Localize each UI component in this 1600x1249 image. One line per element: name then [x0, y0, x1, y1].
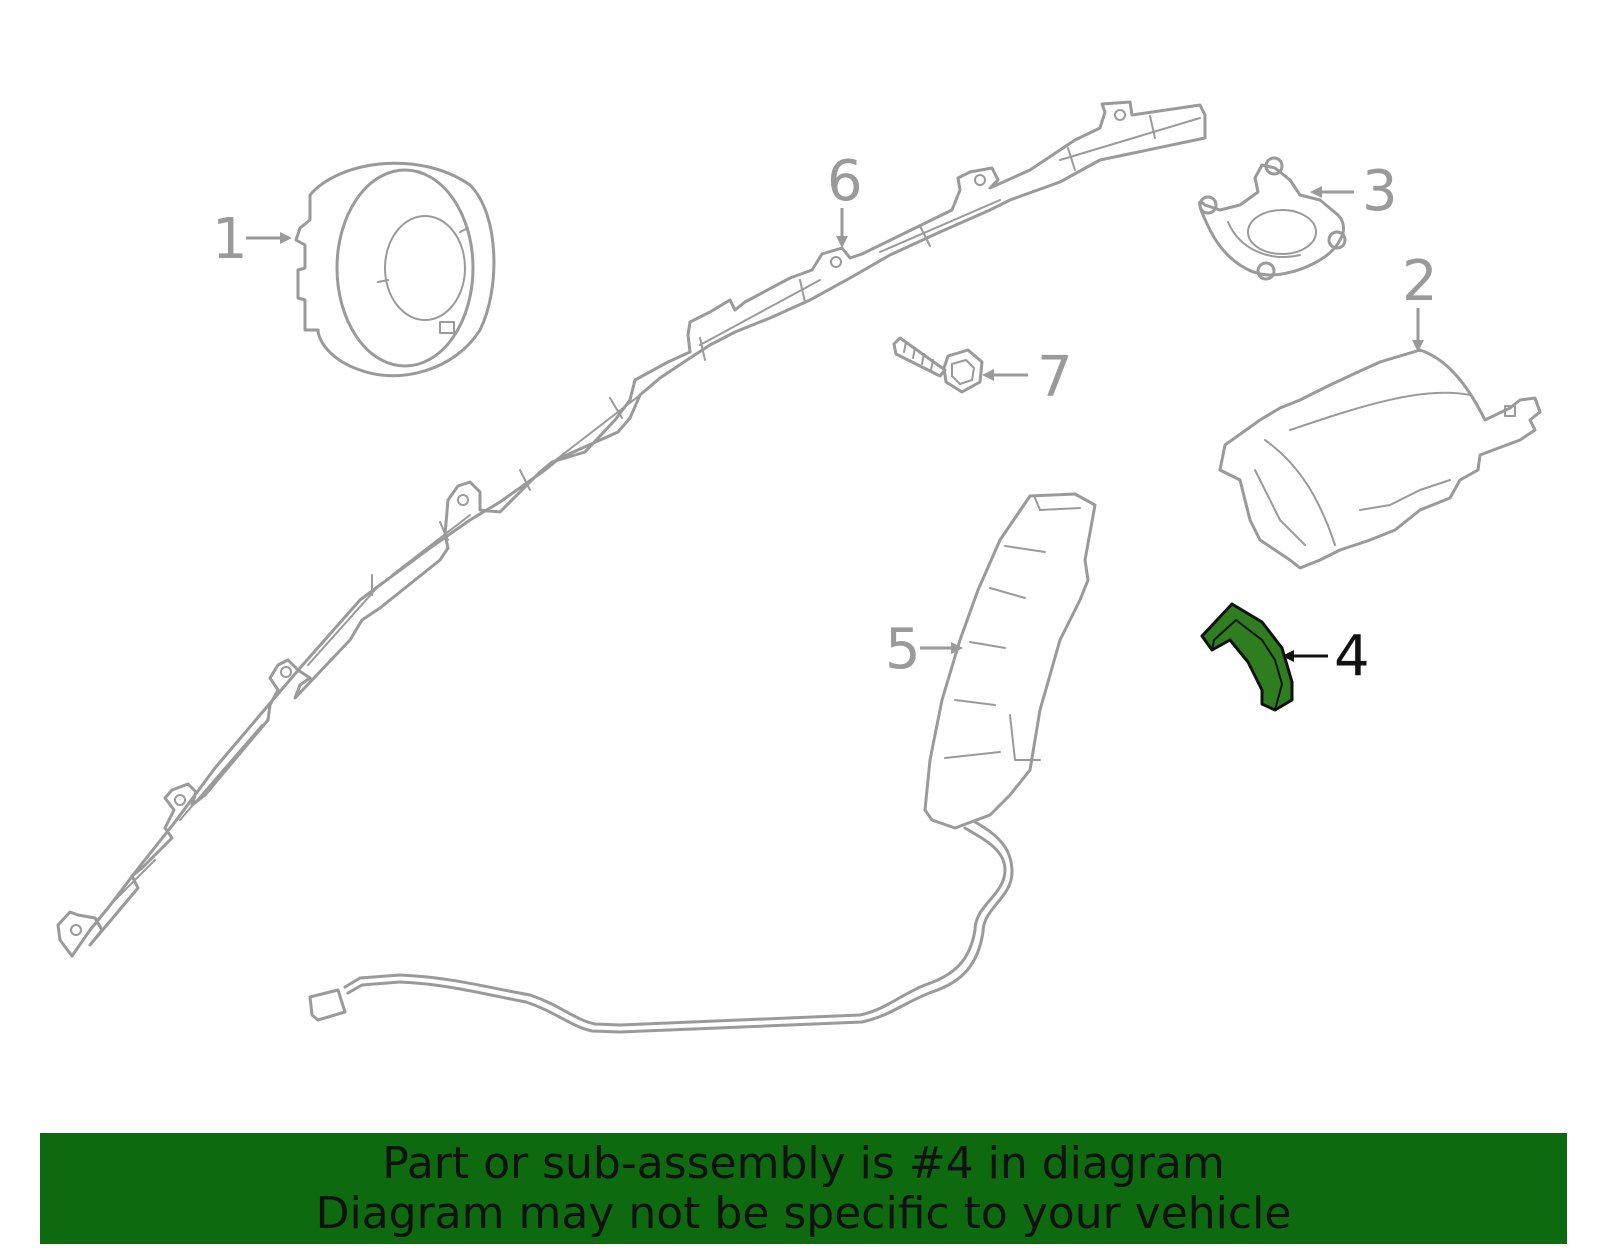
callout-1: 1: [212, 207, 292, 272]
callout-7: 7: [982, 345, 1073, 410]
svg-text:2: 2: [1402, 249, 1438, 314]
callout-2: 2: [1402, 249, 1438, 352]
svg-text:6: 6: [827, 149, 863, 214]
callout-4: 4: [1282, 624, 1370, 689]
banner-line-1: Part or sub-assembly is #4 in diagram: [382, 1137, 1225, 1189]
svg-text:1: 1: [212, 207, 248, 272]
part-2-passenger-airbag[interactable]: [1218, 348, 1542, 570]
callout-6: 6: [827, 149, 863, 248]
svg-text:3: 3: [1362, 159, 1398, 224]
svg-text:7: 7: [1037, 345, 1073, 410]
part-1-steering-airbag[interactable]: [294, 161, 496, 378]
part-6-curtain-airbag[interactable]: [56, 100, 1207, 958]
part-4-highlighted-cover[interactable]: [1200, 602, 1294, 712]
svg-text:5: 5: [885, 617, 921, 682]
info-banner: Part or sub-assembly is #4 in diagram Di…: [40, 1133, 1567, 1244]
callout-5: 5: [885, 617, 963, 682]
part-7-bolt[interactable]: [892, 336, 984, 394]
part-5-side-airbag[interactable]: [308, 492, 1097, 1034]
banner-line-2: Diagram may not be specific to your vehi…: [315, 1187, 1292, 1239]
svg-text:4: 4: [1334, 624, 1370, 689]
part-3-bracket[interactable]: [1198, 156, 1347, 281]
callout-3: 3: [1310, 159, 1398, 224]
